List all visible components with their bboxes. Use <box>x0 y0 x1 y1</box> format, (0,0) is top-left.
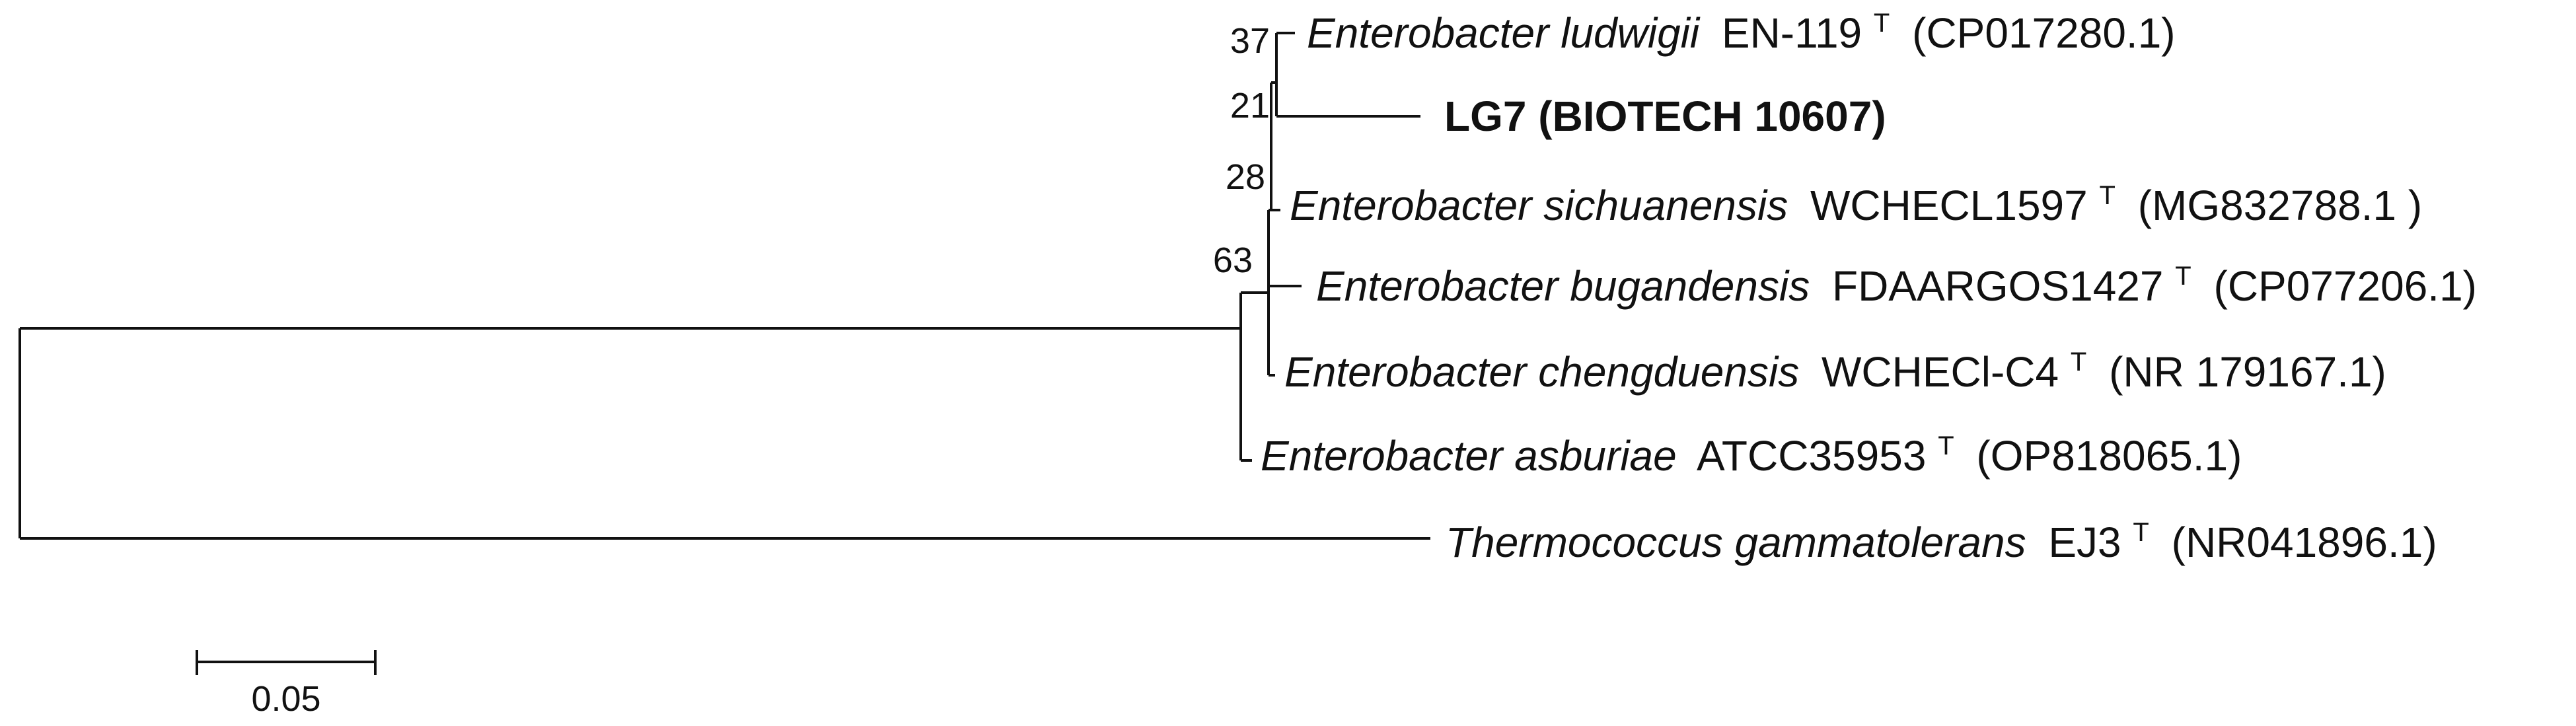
bootstrap-28: 28 <box>1226 157 1265 197</box>
taxon-label-thermococcus: Thermococcus gammatolerans EJ3 T (NR0418… <box>1446 503 2437 566</box>
taxon-label-lg7: LG7 (BIOTECH 10607) <box>1444 92 1886 140</box>
bootstrap-37: 37 <box>1230 21 1270 61</box>
taxon-label-ludwigii: Enterobacter ludwigii EN-119 T (CP017280… <box>1307 0 2176 57</box>
scale-bar: 0.05 <box>196 650 377 719</box>
bootstrap-21: 21 <box>1230 86 1270 126</box>
bootstrap-values: 37 21 28 63 <box>1213 21 1270 280</box>
scale-bar-label: 0.05 <box>251 679 320 719</box>
taxon-label-asburiae: Enterobacter asburiae ATCC35953 T (OP818… <box>1261 416 2242 480</box>
bootstrap-63: 63 <box>1213 240 1253 280</box>
tree-branches <box>18 32 1430 540</box>
taxon-label-bugandensis: Enterobacter bugandensis FDAARGOS1427 T … <box>1316 246 2477 310</box>
taxon-label-chengduensis: Enterobacter chengduensis WCHECl-C4 T (N… <box>1284 332 2386 396</box>
taxon-labels: Enterobacter ludwigii EN-119 T (CP017280… <box>1261 0 2477 566</box>
taxon-label-sichuanensis: Enterobacter sichuanensis WCHECL1597 T (… <box>1290 166 2422 229</box>
